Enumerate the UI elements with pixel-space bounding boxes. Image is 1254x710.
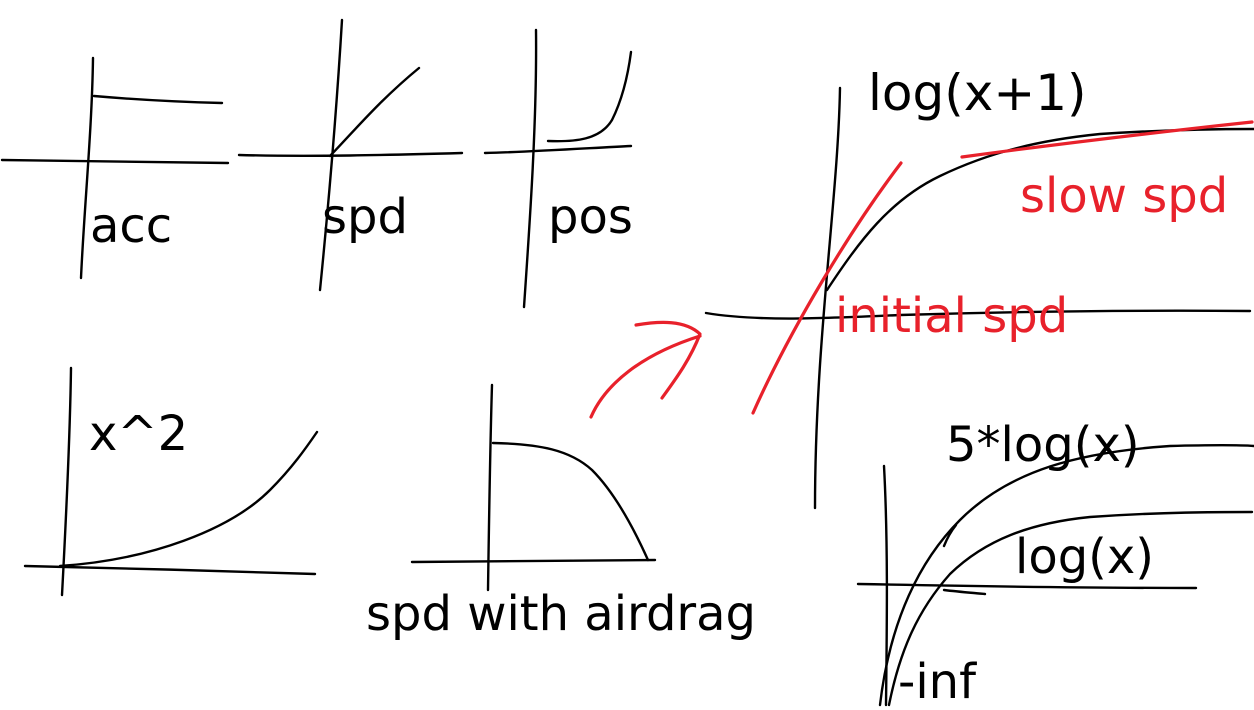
spd-graph	[237, 18, 464, 292]
initial-slope-tangent	[751, 161, 903, 415]
arrow-head	[634, 320, 702, 400]
airdrag-curve	[491, 441, 650, 562]
pos-graph	[483, 28, 633, 309]
x-squared-graph	[23, 366, 319, 597]
airdrag-y-axis	[486, 383, 494, 592]
arrow-connector	[589, 320, 702, 419]
x-squared-curve	[58, 430, 319, 568]
acc-label: acc	[90, 198, 173, 254]
airdrag-x-axis	[410, 558, 657, 564]
five-log-x-label: 5*log(x)	[946, 417, 1140, 473]
spd-x-axis	[237, 151, 464, 158]
x-squared-x-axis	[23, 564, 317, 576]
x-squared-y-axis	[60, 366, 73, 597]
log-family-y-axis	[882, 464, 889, 707]
log-x-plus-1-x-axis	[704, 309, 1252, 320]
acc-curve	[92, 94, 224, 105]
slow-slope-tangent	[960, 120, 1254, 159]
log-x-label: log(x)	[1015, 529, 1155, 585]
acc-graph	[0, 56, 230, 280]
log-curve-mark	[942, 523, 958, 548]
log-x-axis-tick	[942, 588, 987, 596]
log-curve	[887, 510, 1254, 707]
log-family-graph	[856, 444, 1254, 707]
log-x-plus-1-y-axis	[813, 86, 842, 510]
pos-y-axis	[522, 28, 538, 309]
five-log-curve	[878, 444, 1254, 707]
acc-x-axis	[0, 158, 230, 165]
airdrag-label: spd with airdrag	[366, 586, 757, 642]
slow-spd-annotation: slow spd	[1020, 168, 1229, 224]
log-x-plus-1-graph	[704, 86, 1254, 510]
spd-curve	[328, 66, 421, 158]
pos-label: pos	[548, 189, 633, 245]
neg-inf-label: -inf	[898, 654, 976, 710]
acc-y-axis	[79, 56, 95, 280]
spd-y-axis	[318, 18, 344, 292]
log-x-plus-1-label: log(x+1)	[868, 64, 1087, 122]
initial-spd-annotation: initial spd	[835, 288, 1069, 344]
pos-curve	[546, 50, 633, 143]
pos-x-axis	[483, 144, 633, 155]
arrow-shaft	[589, 334, 702, 419]
x-squared-label: x^2	[89, 406, 189, 462]
spd-label: spd	[322, 189, 408, 245]
log-family-x-axis	[856, 582, 1198, 590]
airdrag-graph	[410, 383, 657, 592]
